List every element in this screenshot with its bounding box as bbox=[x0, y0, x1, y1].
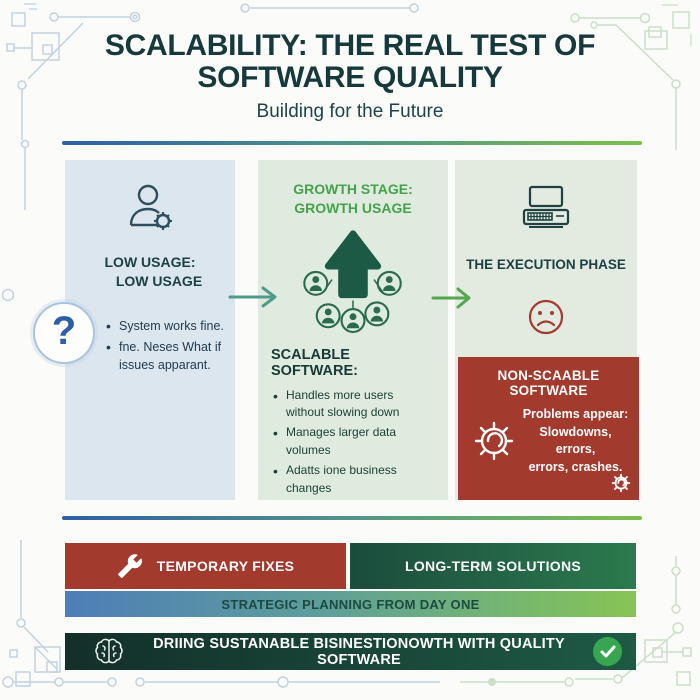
stage2-heading-line2: GROWTH USAGE bbox=[294, 199, 412, 216]
stage1-heading-line1: LOW USAGE: bbox=[104, 254, 196, 270]
question-mark-glyph: ? bbox=[51, 309, 77, 353]
laptop-icon bbox=[522, 185, 570, 228]
bottom-banner: DRIING SUSTANABLE BISINESTIONOWTH WITH Q… bbox=[65, 633, 636, 670]
stage2-bullet: Manages larger data volumes bbox=[273, 423, 433, 459]
gear-small-icon bbox=[611, 473, 631, 493]
flow-arrow-1-icon bbox=[228, 286, 277, 308]
page-title: SCALABILITY: THE REAL TEST OF SOFTWARE Q… bbox=[0, 29, 700, 95]
stage-execution-panel: THE EXECUTION PHASE NON-SCAABLE SOFTWARE bbox=[455, 160, 639, 500]
stage-growth-panel: GROWTH STAGE: GROWTH USAGE SCALABLE SOFT… bbox=[258, 160, 448, 500]
stage3-heading: THE EXECUTION PHASE bbox=[466, 257, 626, 272]
alert-title: NON-SCAABLE SOFTWARE bbox=[497, 368, 600, 398]
stage2-subheading: SCALABLE SOFTWARE: bbox=[271, 346, 358, 379]
stage1-bullet: System works fine. bbox=[106, 316, 228, 336]
non-scalable-alert: NON-SCAABLE SOFTWARE P bbox=[458, 357, 639, 500]
wrench-icon bbox=[117, 554, 142, 578]
stage2-bullet: Adatts ione business changes bbox=[273, 461, 433, 497]
temporary-fixes-label: TEMPORARY FIXES bbox=[156, 558, 295, 574]
page-subtitle: Building for the Future bbox=[256, 100, 444, 122]
sad-face-icon bbox=[528, 300, 564, 335]
strategic-planning-label: STRATEGIC PLANNING FROM DAY ONE bbox=[221, 596, 480, 612]
question-mark-icon: ? bbox=[33, 302, 95, 364]
alert-text: Problems appear: Slowdowns, errors, erro… bbox=[520, 406, 631, 476]
stage1-heading-line2: LOW USAGE bbox=[115, 272, 203, 289]
check-icon bbox=[593, 637, 622, 666]
stage2-heading: GROWTH STAGE: GROWTH USAGE bbox=[293, 180, 413, 218]
flow-arrow-2-icon bbox=[431, 287, 471, 309]
bottom-divider bbox=[62, 516, 642, 520]
brain-icon bbox=[95, 638, 123, 663]
stage1-heading: LOW USAGE: LOW USAGE bbox=[98, 253, 203, 291]
temporary-fixes-bar: TEMPORARY FIXES bbox=[65, 543, 346, 589]
long-term-solutions-bar: LONG-TERM SOLUTIONS bbox=[350, 543, 636, 589]
long-term-solutions-label: LONG-TERM SOLUTIONS bbox=[404, 558, 582, 574]
gear-icon bbox=[474, 421, 514, 461]
header: SCALABILITY: THE REAL TEST OF SOFTWARE Q… bbox=[0, 29, 700, 123]
alert-text-line1: Problems appear: bbox=[522, 407, 629, 421]
alert-text-line3: errors, crashes. bbox=[528, 459, 623, 474]
page-title-line2: SOFTWARE QUALITY bbox=[197, 61, 503, 95]
stage2-bullet: Handles more users without slowing down bbox=[273, 386, 433, 422]
stage2-bullet-list: Handles more users without slowing down … bbox=[273, 386, 433, 500]
stage1-bullet: fne. Neses What if issues apparant. bbox=[106, 337, 228, 374]
up-arrow-users-icon bbox=[303, 230, 402, 333]
alert-text-line2: Slowdowns, errors, bbox=[539, 424, 612, 457]
user-gear-icon bbox=[129, 184, 172, 230]
stage1-bullet-list: System works fine. fne. Neses What if is… bbox=[106, 316, 228, 377]
stage2-heading-line1: GROWTH STAGE: bbox=[293, 181, 413, 197]
page-title-line1: SCALABILITY: THE REAL TEST OF bbox=[104, 29, 596, 62]
alert-body: Problems appear: Slowdowns, errors, erro… bbox=[458, 406, 639, 476]
banner-label: DRIING SUSTANABLE BISINESTIONOWTH WITH Q… bbox=[153, 635, 565, 668]
strategic-planning-bar: STRATEGIC PLANNING FROM DAY ONE bbox=[65, 591, 636, 617]
top-divider bbox=[62, 141, 642, 145]
